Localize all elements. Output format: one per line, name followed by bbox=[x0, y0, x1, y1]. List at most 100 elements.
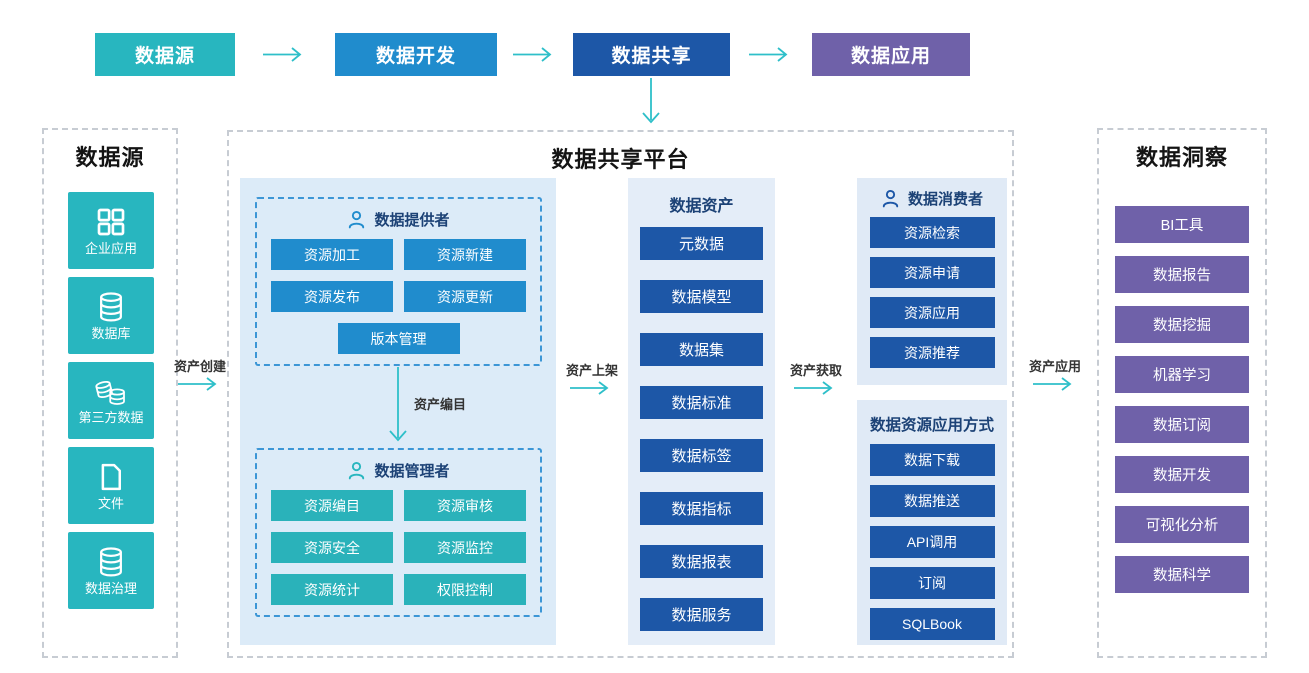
asset-create-link: 资产创建 bbox=[168, 356, 232, 392]
usage-item: 数据推送 bbox=[869, 485, 995, 517]
tile-label: 数据治理 bbox=[84, 581, 137, 596]
grid-icon bbox=[97, 208, 125, 236]
flow-step-label: 数据应用 bbox=[850, 46, 931, 67]
data-assets-column: 数据资产 元数据 数据模型 数据集 数据标准 数据标签 数据指标 数据报表 数据… bbox=[628, 178, 775, 645]
asset-shelve-link: 资产上架 bbox=[556, 360, 628, 396]
consumer-action: 资源检索 bbox=[869, 217, 995, 248]
provider-actions: 资源加工 资源新建 资源发布 资源更新 版本管理 bbox=[257, 239, 540, 354]
manager-action: 资源监控 bbox=[404, 532, 526, 563]
data-source-panel: 数据源 企业应用 数据库 第三方数据 文件 数据治理 bbox=[42, 128, 178, 658]
flow-step-label: 数据开发 bbox=[375, 46, 456, 67]
platform-title: 数据共享平台 bbox=[551, 147, 690, 172]
asset-item: 数据服务 bbox=[640, 598, 763, 631]
asset-item: 数据集 bbox=[640, 333, 763, 366]
source-tile-database: 数据库 bbox=[68, 277, 154, 354]
insight-item: 数据订阅 bbox=[1115, 406, 1249, 443]
arrow-label: 资产应用 bbox=[1028, 359, 1081, 374]
asset-item: 元数据 bbox=[640, 227, 763, 260]
insight-item: BI工具 bbox=[1115, 206, 1249, 243]
data-consumer-panel: 数据消费者 资源检索 资源申请 资源应用 资源推荐 bbox=[857, 178, 1007, 385]
arrow-label: 资产创建 bbox=[173, 359, 226, 374]
usage-list: 数据下载 数据推送 API调用 订阅 SQLBook bbox=[869, 444, 995, 640]
person-icon bbox=[882, 189, 899, 208]
flow-step-data-dev: 数据开发 bbox=[335, 33, 497, 76]
tile-label: 企业应用 bbox=[84, 241, 137, 256]
right-arrow-icon bbox=[570, 381, 609, 395]
right-arrow-icon bbox=[513, 47, 552, 62]
provider-action: 资源加工 bbox=[271, 239, 393, 270]
flow-step-data-share: 数据共享 bbox=[573, 33, 730, 76]
flow-step-label: 数据共享 bbox=[611, 46, 692, 67]
right-arrow-icon bbox=[749, 47, 788, 62]
source-tile-enterprise-apps: 企业应用 bbox=[68, 192, 154, 269]
assets-title: 数据资产 bbox=[669, 198, 734, 215]
flow-step-label: 数据源 bbox=[134, 46, 195, 67]
provider-action: 版本管理 bbox=[337, 323, 460, 354]
assets-list: 元数据 数据模型 数据集 数据标准 数据标签 数据指标 数据报表 数据服务 bbox=[640, 227, 763, 631]
database-icon bbox=[100, 547, 122, 577]
consumer-action: 资源申请 bbox=[869, 257, 995, 288]
data-provider-box: 数据提供者 资源加工 资源新建 资源发布 资源更新 版本管理 bbox=[255, 197, 542, 366]
manager-action: 资源统计 bbox=[271, 574, 393, 605]
panel-title: 数据源 bbox=[75, 145, 145, 170]
asset-acquire-link: 资产获取 bbox=[775, 360, 857, 396]
tile-label: 文件 bbox=[97, 496, 124, 511]
manager-action: 资源审核 bbox=[404, 490, 526, 521]
person-icon bbox=[349, 461, 365, 480]
right-arrow-icon bbox=[178, 377, 217, 391]
down-arrow-icon bbox=[389, 367, 407, 442]
source-tile-data-governance: 数据治理 bbox=[68, 532, 154, 609]
provider-manager-group: 数据提供者 资源加工 资源新建 资源发布 资源更新 版本管理 资产编目 数据管理… bbox=[240, 178, 556, 645]
panel-title: 数据洞察 bbox=[1135, 145, 1228, 170]
data-share-platform-panel: 数据共享平台 数据提供者 资源加工 资源新建 资源发布 资源更新 版本管理 资产… bbox=[227, 130, 1014, 658]
manager-action: 资源安全 bbox=[271, 532, 393, 563]
insight-item: 数据报告 bbox=[1115, 256, 1249, 293]
person-icon bbox=[349, 210, 365, 229]
asset-item: 数据标准 bbox=[640, 386, 763, 419]
provider-action: 资源更新 bbox=[404, 281, 526, 312]
insight-item: 机器学习 bbox=[1115, 356, 1249, 393]
manager-action: 权限控制 bbox=[404, 574, 526, 605]
usage-item: API调用 bbox=[869, 526, 995, 558]
consumer-title: 数据消费者 bbox=[907, 191, 983, 208]
tile-label: 第三方数据 bbox=[78, 410, 144, 425]
consumer-action: 资源应用 bbox=[869, 297, 995, 328]
coins-icon bbox=[95, 380, 125, 405]
manager-title: 数据管理者 bbox=[374, 463, 450, 480]
insight-item: 可视化分析 bbox=[1115, 506, 1249, 543]
down-arrow-icon bbox=[642, 78, 660, 124]
usage-title: 数据资源应用方式 bbox=[869, 417, 994, 434]
usage-item: 数据下载 bbox=[869, 444, 995, 476]
asset-item: 数据指标 bbox=[640, 492, 763, 525]
right-arrow-icon bbox=[1033, 377, 1072, 391]
insight-item: 数据开发 bbox=[1115, 456, 1249, 493]
data-manager-box: 数据管理者 资源编目 资源审核 资源安全 资源监控 资源统计 权限控制 bbox=[255, 448, 542, 617]
asset-item: 数据标签 bbox=[640, 439, 763, 472]
flow-step-data-app: 数据应用 bbox=[812, 33, 970, 76]
usage-item: SQLBook bbox=[869, 608, 995, 640]
arrow-label: 资产获取 bbox=[789, 363, 842, 378]
database-icon bbox=[100, 292, 122, 322]
consumer-action: 资源推荐 bbox=[869, 337, 995, 368]
file-icon bbox=[101, 463, 121, 491]
provider-action: 资源发布 bbox=[271, 281, 393, 312]
insight-item: 数据挖掘 bbox=[1115, 306, 1249, 343]
provider-header: 数据提供者 bbox=[257, 209, 540, 230]
usage-modes-panel: 数据资源应用方式 数据下载 数据推送 API调用 订阅 SQLBook bbox=[857, 400, 1007, 645]
source-tile-files: 文件 bbox=[68, 447, 154, 524]
data-insight-panel: 数据洞察 BI工具 数据报告 数据挖掘 机器学习 数据订阅 数据开发 可视化分析… bbox=[1097, 128, 1267, 658]
manager-action: 资源编目 bbox=[271, 490, 393, 521]
manager-actions: 资源编目 资源审核 资源安全 资源监控 资源统计 权限控制 bbox=[257, 490, 540, 605]
arrow-label: 资产上架 bbox=[565, 363, 618, 378]
insight-list: BI工具 数据报告 数据挖掘 机器学习 数据订阅 数据开发 可视化分析 数据科学 bbox=[1099, 206, 1265, 593]
tile-label: 数据库 bbox=[91, 326, 131, 341]
asset-item: 数据报表 bbox=[640, 545, 763, 578]
provider-title: 数据提供者 bbox=[374, 212, 450, 229]
insight-item: 数据科学 bbox=[1115, 556, 1249, 593]
right-arrow-icon bbox=[263, 47, 302, 62]
source-tile-third-party-data: 第三方数据 bbox=[68, 362, 154, 439]
flow-step-data-source: 数据源 bbox=[95, 33, 235, 76]
arrow-label: 资产编目 bbox=[414, 397, 467, 412]
asset-item: 数据模型 bbox=[640, 280, 763, 313]
right-arrow-icon bbox=[794, 381, 833, 395]
